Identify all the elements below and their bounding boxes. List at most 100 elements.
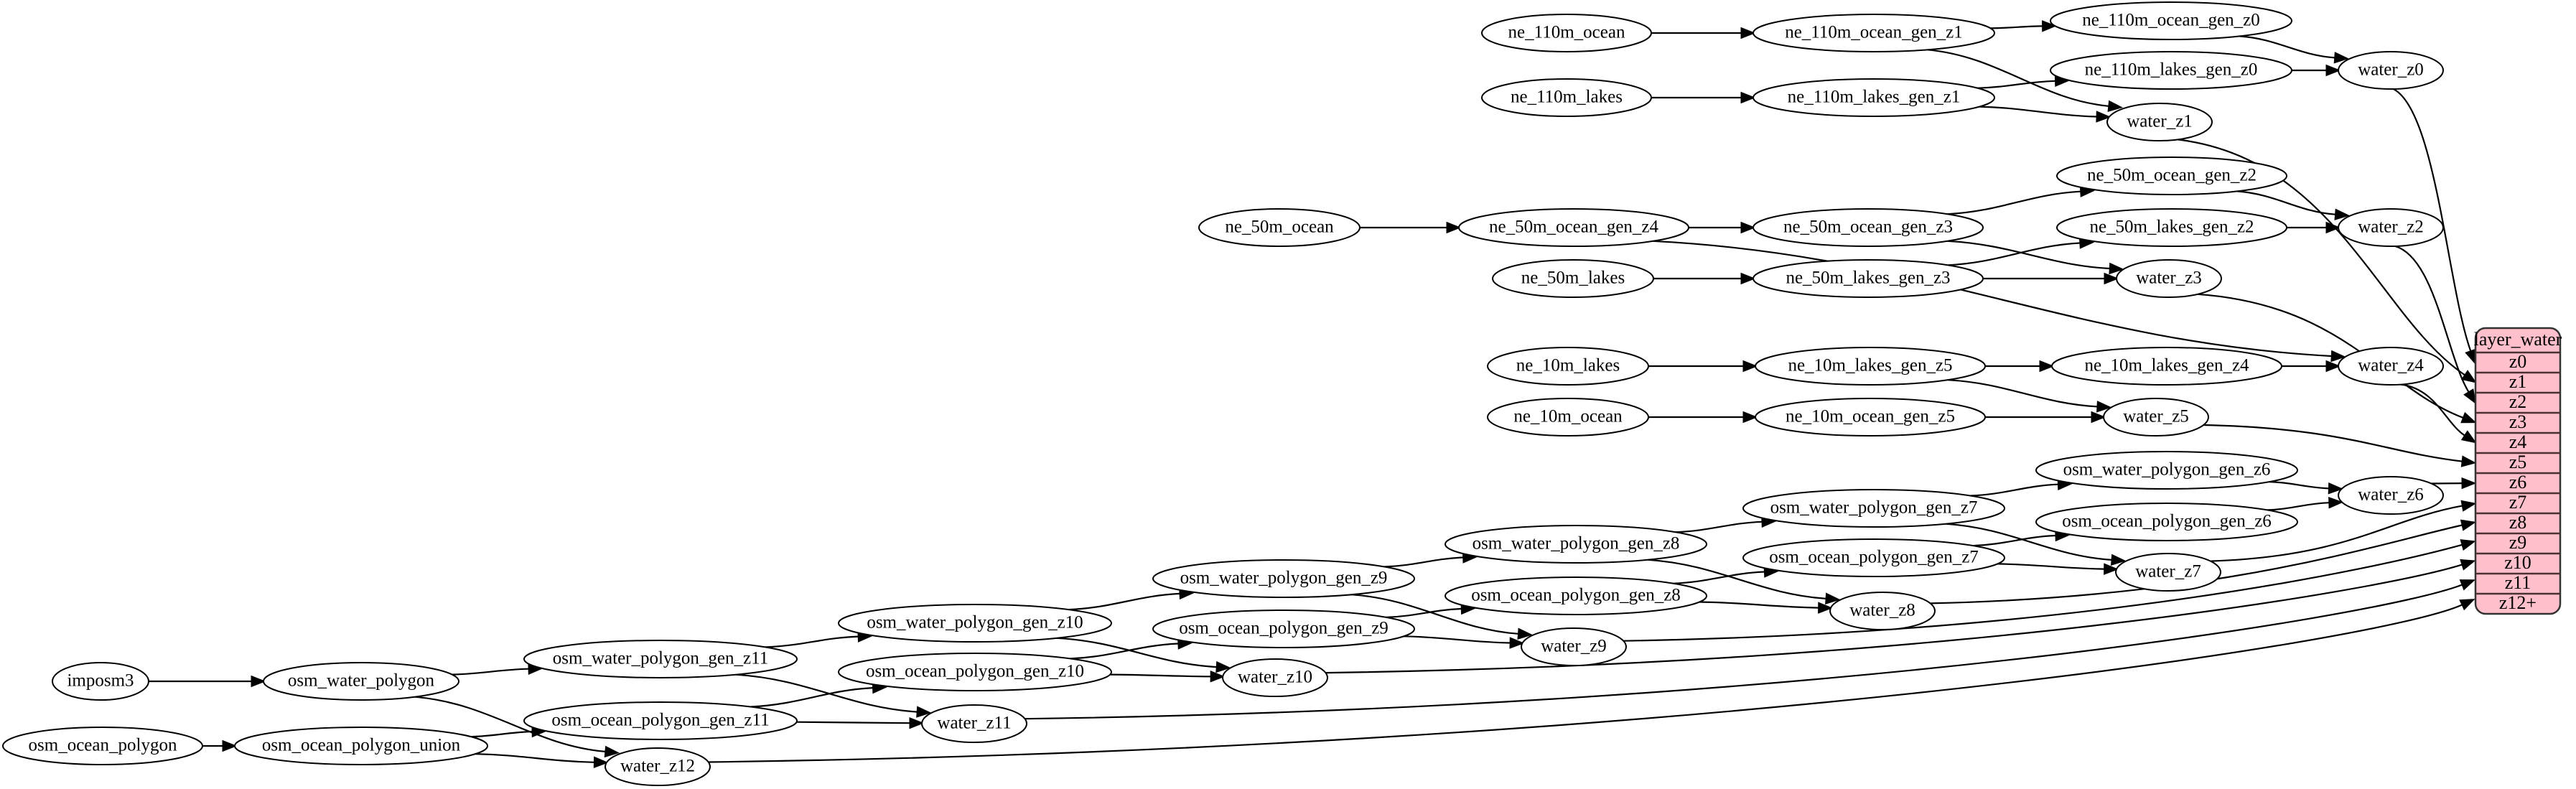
graph-node-ne_50m_lakes_gen_z3[interactable]: ne_50m_lakes_gen_z3 xyxy=(1753,259,1984,298)
graph-node-ne_110m_ocean[interactable]: ne_110m_ocean xyxy=(1481,14,1652,52)
edge-ne_50m_ocean_gen_z3-to-water_z3 xyxy=(1947,240,2124,275)
arrowhead-icon xyxy=(1740,221,1756,234)
edge-water_z3-to-layer_water.z3 xyxy=(2197,293,2477,424)
arrowhead-icon xyxy=(1509,637,1525,649)
graph-node-ne_110m_lakes[interactable]: ne_110m_lakes xyxy=(1481,78,1652,117)
arrowhead-icon xyxy=(2459,579,2476,591)
arrowhead-icon xyxy=(2333,52,2350,64)
edge-osm_water_polygon_gen_z8-to-water_z8 xyxy=(1647,559,1841,604)
arrowhead-icon xyxy=(2096,111,2111,123)
graph-node-water_z11[interactable]: water_z11 xyxy=(921,704,1027,743)
graph-node-water_z5[interactable]: water_z5 xyxy=(2103,398,2209,436)
graph-node-water_z3[interactable]: water_z3 xyxy=(2116,259,2222,298)
arrowhead-icon xyxy=(2104,563,2119,575)
graph-node-osm_water_polygon_gen_z8[interactable]: osm_water_polygon_gen_z8 xyxy=(1445,525,1707,564)
graph-node-ne_50m_ocean_gen_z4[interactable]: ne_50m_ocean_gen_z4 xyxy=(1458,208,1689,247)
edge-osm_ocean_polygon_gen_z11-to-water_z11 xyxy=(796,716,925,729)
edge-water_z12-to-layer_water.z12+ xyxy=(708,599,2475,763)
edge-ne_50m_ocean-to-ne_50m_ocean_gen_z4 xyxy=(1360,221,1462,234)
arrowhead-icon xyxy=(2460,539,2476,551)
arrowhead-icon xyxy=(2109,262,2124,275)
edge-water_z0-to-layer_water.z0 xyxy=(2393,88,2476,365)
arrowhead-icon xyxy=(2107,100,2124,112)
arrowhead-icon xyxy=(2110,554,2127,566)
arrowhead-icon xyxy=(251,675,266,688)
arrowhead-icon xyxy=(2460,411,2477,424)
edge-osm_water_polygon_gen_z11-to-osm_water_polygon_gen_z10 xyxy=(765,630,873,648)
graph-node-water_z8[interactable]: water_z8 xyxy=(1829,592,1936,630)
arrowhead-icon xyxy=(2460,500,2477,512)
graph-node-water_z0[interactable]: water_z0 xyxy=(2338,51,2444,90)
graph-node-osm_water_polygon_gen_z7[interactable]: osm_water_polygon_gen_z7 xyxy=(1742,489,2005,528)
edge-osm_water_polygon_gen_z9-to-water_z9 xyxy=(1351,594,1533,640)
graph-node-ne_50m_ocean_gen_z3[interactable]: ne_50m_ocean_gen_z3 xyxy=(1753,208,1984,247)
edge-osm_ocean_polygon_union-to-water_z12 xyxy=(475,753,609,769)
arrowhead-icon xyxy=(1740,27,1756,39)
edge-osm_ocean_polygon_gen_z7-to-water_z7 xyxy=(1997,563,2119,575)
graph-node-osm_water_polygon_gen_z9[interactable]: osm_water_polygon_gen_z9 xyxy=(1152,559,1415,598)
edge-water_z2-to-layer_water.z2 xyxy=(2394,245,2477,405)
arrowhead-icon xyxy=(2459,599,2475,611)
edges-layer xyxy=(149,20,2477,769)
graph-node-ne_110m_ocean_gen_z0[interactable]: ne_110m_ocean_gen_z0 xyxy=(2050,1,2292,40)
arrowhead-icon xyxy=(2328,496,2344,509)
graph-node-ne_50m_ocean[interactable]: ne_50m_ocean xyxy=(1198,208,1361,247)
edge-water_z7-to-layer_water.z7 xyxy=(2210,500,2477,562)
graph-node-water_z6[interactable]: water_z6 xyxy=(2338,476,2444,515)
graph-node-osm_ocean_polygon[interactable]: osm_ocean_polygon xyxy=(2,727,203,765)
arrowhead-icon xyxy=(2325,64,2341,77)
graph-node-water_z2[interactable]: water_z2 xyxy=(2338,208,2444,247)
arrowhead-icon xyxy=(2460,370,2477,383)
graph-node-ne_110m_ocean_gen_z1[interactable]: ne_110m_ocean_gen_z1 xyxy=(1753,14,1995,52)
edge-ne_50m_ocean_gen_z3-to-ne_50m_ocean_gen_z2 xyxy=(1947,185,2096,215)
graph-node-ne_50m_lakes[interactable]: ne_50m_lakes xyxy=(1492,259,1654,298)
graph-node-water_z1[interactable]: water_z1 xyxy=(2106,103,2213,141)
graph-node-ne_10m_ocean[interactable]: ne_10m_ocean xyxy=(1487,398,1649,436)
arrowhead-icon xyxy=(2328,482,2343,495)
graph-node-osm_ocean_polygon_gen_z11[interactable]: osm_ocean_polygon_gen_z11 xyxy=(523,701,798,740)
graph-node-ne_110m_lakes_gen_z1[interactable]: ne_110m_lakes_gen_z1 xyxy=(1753,78,1995,117)
edge-ne_110m_lakes_gen_z1-to-ne_110m_lakes_gen_z0 xyxy=(1977,75,2070,89)
graph-node-osm_ocean_polygon_gen_z10[interactable]: osm_ocean_polygon_gen_z10 xyxy=(838,653,1112,691)
edge-water_z1-to-layer_water.z1 xyxy=(2178,139,2477,383)
graph-node-osm_water_polygon_gen_z6[interactable]: osm_water_polygon_gen_z6 xyxy=(2035,451,2298,490)
graph-node-ne_10m_lakes_gen_z5[interactable]: ne_10m_lakes_gen_z5 xyxy=(1755,347,1986,386)
graph-node-osm_ocean_polygon_gen_z8[interactable]: osm_ocean_polygon_gen_z8 xyxy=(1445,576,1707,615)
graph-node-osm_ocean_polygon_gen_z9[interactable]: osm_ocean_polygon_gen_z9 xyxy=(1152,610,1415,648)
edge-ne_50m_lakes_gen_z3-to-ne_50m_lakes_gen_z2 xyxy=(1948,237,2095,266)
arrowhead-icon xyxy=(1740,91,1756,104)
edge-water_z4-to-layer_water.z4 xyxy=(2400,383,2477,444)
edge-ne_10m_ocean_gen_z5-to-water_z5 xyxy=(1985,411,2106,424)
graph-node-osm_water_polygon_gen_z10[interactable]: osm_water_polygon_gen_z10 xyxy=(838,604,1112,643)
graph-node-osm_water_polygon[interactable]: osm_water_polygon xyxy=(263,662,459,701)
graph-node-ne_10m_lakes[interactable]: ne_10m_lakes xyxy=(1487,347,1649,386)
graph-node-ne_10m_lakes_gen_z4[interactable]: ne_10m_lakes_gen_z4 xyxy=(2051,347,2282,386)
arrowhead-icon xyxy=(222,739,238,752)
arrowhead-icon xyxy=(2334,208,2350,220)
edge-osm_water_polygon_gen_z7-to-water_z7 xyxy=(1946,523,2127,566)
graph-node-water_z12[interactable]: water_z12 xyxy=(605,747,711,786)
graph-node-osm_water_polygon_gen_z11[interactable]: osm_water_polygon_gen_z11 xyxy=(523,640,798,678)
graph-node-imposm3[interactable]: imposm3 xyxy=(52,662,149,701)
edge-osm_water_polygon-to-osm_water_polygon_gen_z11 xyxy=(452,663,543,676)
graph-node-water_z10[interactable]: water_z10 xyxy=(1222,658,1328,697)
arrowhead-icon xyxy=(2460,430,2477,444)
graph-node-ne_110m_lakes_gen_z0[interactable]: ne_110m_lakes_gen_z0 xyxy=(2050,51,2292,90)
edge-ne_50m_lakes_gen_z3-to-water_z3 xyxy=(1982,272,2119,285)
arrowhead-icon xyxy=(593,756,609,769)
arrowhead-icon xyxy=(1740,272,1756,285)
graph-node-ne_50m_lakes_gen_z2[interactable]: ne_50m_lakes_gen_z2 xyxy=(2056,208,2287,247)
edge-osm_ocean_polygon_gen_z7-to-osm_ocean_polygon_gen_z6 xyxy=(1973,529,2071,547)
graph-node-osm_ocean_polygon_gen_z6[interactable]: osm_ocean_polygon_gen_z6 xyxy=(2035,503,2298,541)
graph-node-ne_50m_ocean_gen_z2[interactable]: ne_50m_ocean_gen_z2 xyxy=(2056,157,2287,195)
graph-node-water_z4[interactable]: water_z4 xyxy=(2338,347,2444,386)
graph-node-water_z7[interactable]: water_z7 xyxy=(2115,553,2221,592)
arrowhead-icon xyxy=(2041,20,2057,32)
arrowhead-icon xyxy=(909,716,925,729)
edge-ne_110m_ocean_gen_z1-to-water_z1 xyxy=(1927,49,2124,112)
graph-node-osm_ocean_polygon_union[interactable]: osm_ocean_polygon_union xyxy=(234,727,488,765)
graph-node-ne_10m_ocean_gen_z5[interactable]: ne_10m_ocean_gen_z5 xyxy=(1755,398,1986,436)
graph-node-osm_ocean_polygon_gen_z7[interactable]: osm_ocean_polygon_gen_z7 xyxy=(1742,538,2005,577)
graph-node-water_z9[interactable]: water_z9 xyxy=(1521,627,1627,666)
